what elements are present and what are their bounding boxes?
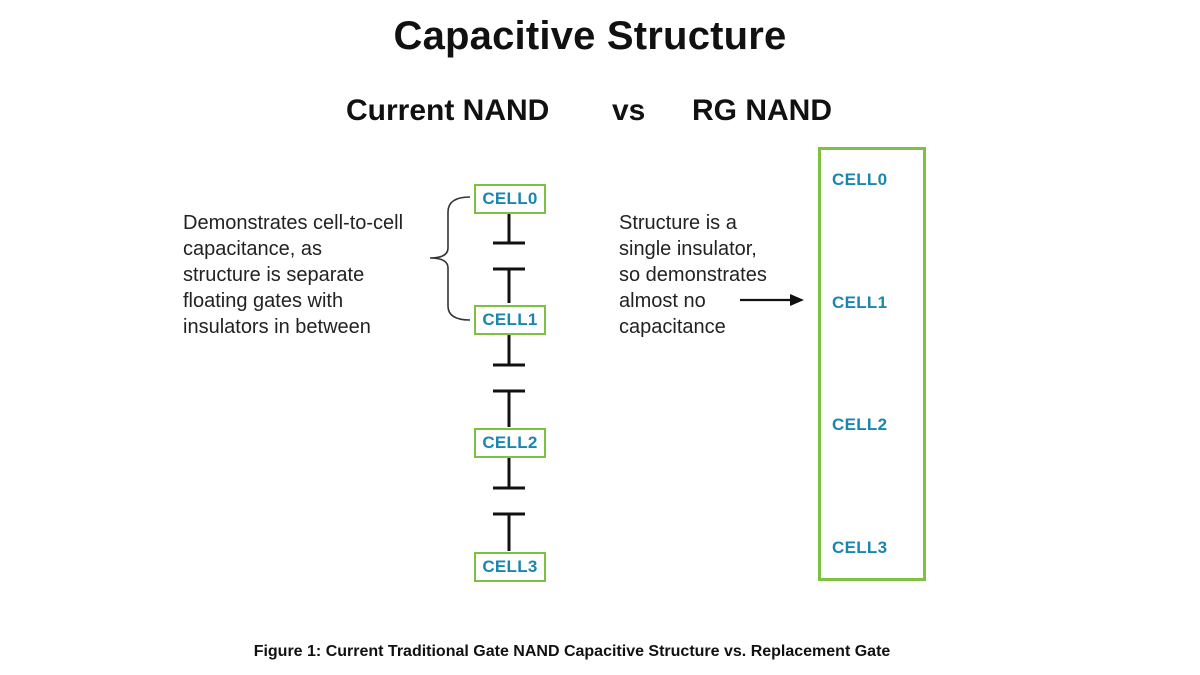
capacitor-symbol <box>493 457 525 551</box>
figure-caption: Figure 1: Current Traditional Gate NAND … <box>253 643 891 660</box>
rg-nand-heading: RG NAND <box>692 94 832 127</box>
description-line: so demonstrates <box>619 264 767 286</box>
description-line: Structure is a <box>619 212 737 234</box>
description-line: almost no <box>619 290 706 312</box>
description-line: single insulator, <box>619 238 757 260</box>
capacitor-symbol <box>493 212 525 303</box>
description-line: structure is separate <box>183 264 365 286</box>
rg-nand-insulator <box>818 147 926 581</box>
rg-nand-cell-1: CELL1 <box>832 293 888 312</box>
cell-pair-brace <box>429 196 471 321</box>
description-line: floating gates with <box>183 290 344 312</box>
arrow-icon <box>740 294 804 306</box>
rg-nand-description: Structure is a single insulator, so demo… <box>619 210 767 340</box>
current-nand-heading: Current NAND <box>346 94 550 127</box>
rg-nand-cell-0: CELL0 <box>832 170 888 189</box>
current-nand-description: Demonstrates cell-to-cell capacitance, a… <box>183 210 403 340</box>
current-nand-cell-1: CELL1 <box>474 305 546 335</box>
vs-label: vs <box>612 94 646 127</box>
description-line: capacitance, as <box>183 238 322 260</box>
page-title: Capacitive Structure <box>393 14 787 58</box>
description-line: Demonstrates cell-to-cell <box>183 212 404 234</box>
description-line: capacitance <box>619 316 726 338</box>
capacitor-symbol <box>493 334 525 427</box>
rg-nand-cell-3: CELL3 <box>832 538 888 557</box>
description-line: insulators in between <box>183 316 371 338</box>
current-nand-cell-2: CELL2 <box>474 428 546 458</box>
current-nand-cell-3: CELL3 <box>474 552 546 582</box>
rg-nand-cell-2: CELL2 <box>832 415 888 434</box>
current-nand-cell-0: CELL0 <box>474 184 546 214</box>
